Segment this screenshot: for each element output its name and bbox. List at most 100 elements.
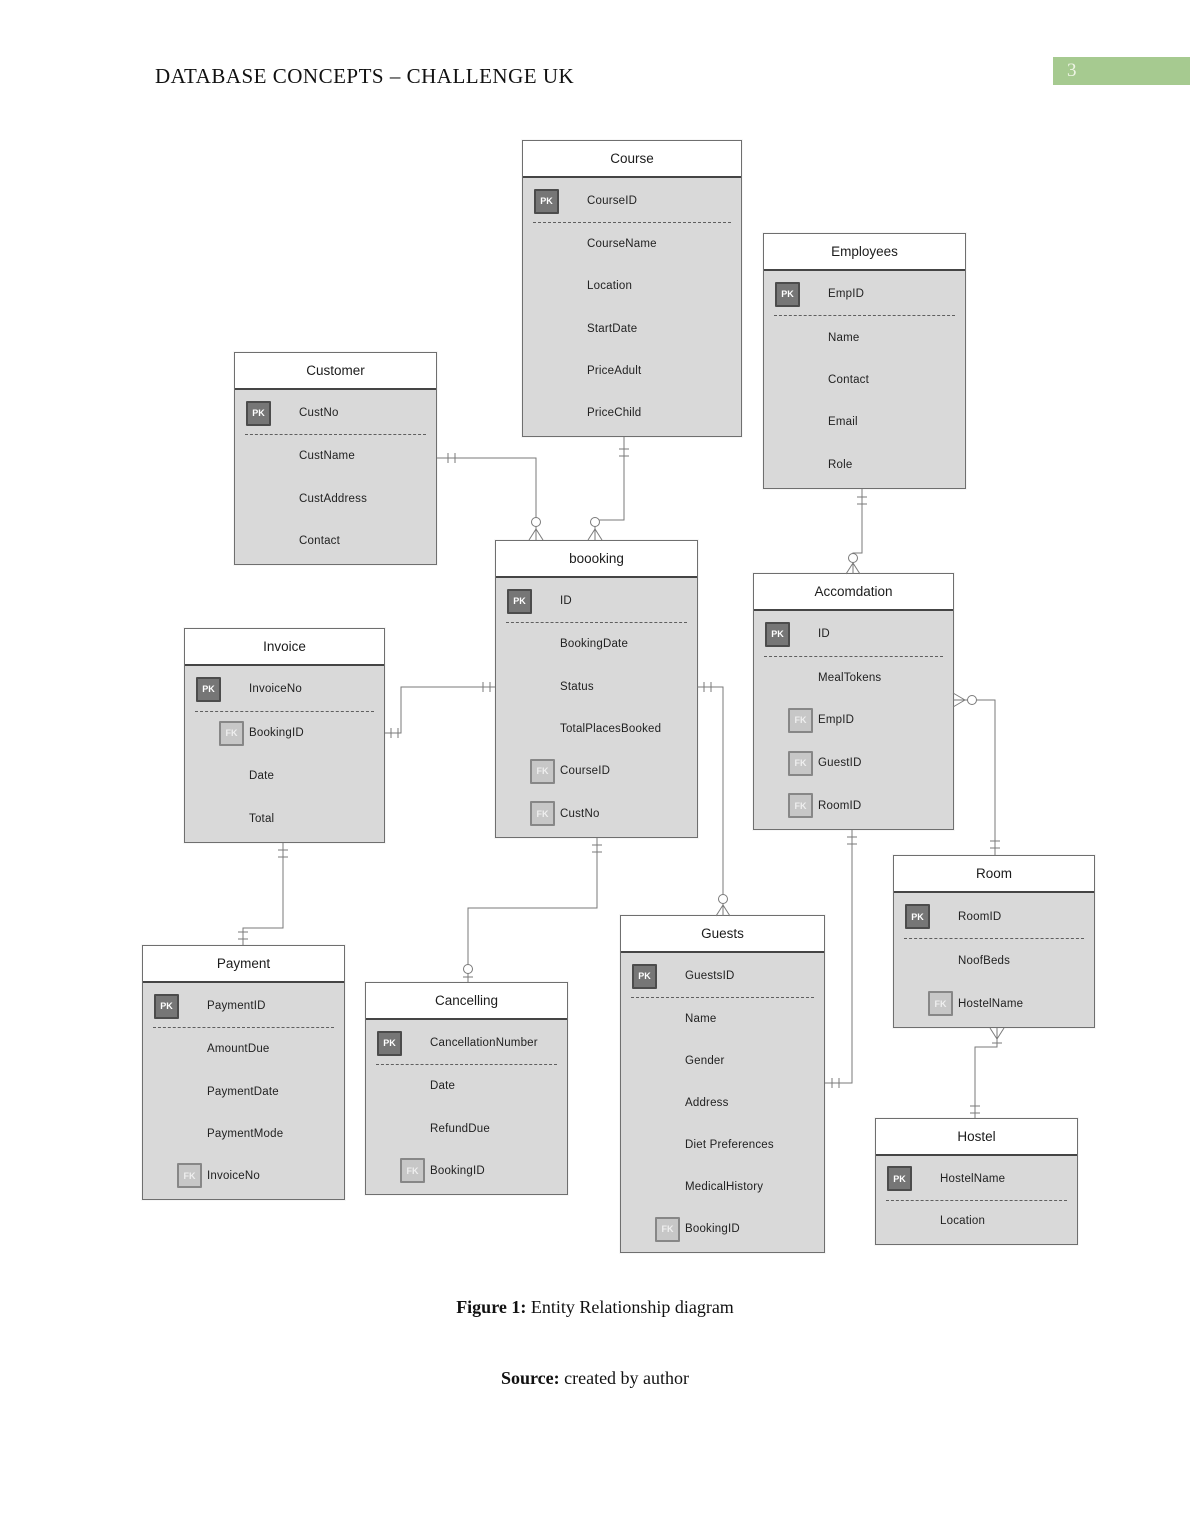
attribute-row: PK GuestsID (621, 955, 824, 997)
pk-badge: PK (246, 400, 271, 426)
attribute-row: NoofBeds (894, 939, 1094, 982)
attribute-label: GuestsID (685, 970, 735, 982)
pk-badge: PK (534, 188, 559, 214)
figure-caption-label: Figure 1: (456, 1297, 527, 1317)
pk-separator (376, 1064, 557, 1066)
attribute-row: Email (764, 401, 965, 443)
fk-badge: FK (788, 793, 813, 819)
attribute-row: Date (185, 755, 384, 798)
attribute-label: Total (249, 812, 275, 825)
cardinality-circle (718, 894, 728, 904)
pk-separator (774, 315, 955, 317)
attribute-label: NoofBeds (958, 954, 1011, 967)
attribute-label: AmountDue (207, 1043, 270, 1056)
pk-badge: PK (154, 993, 179, 1019)
attribute-row: PK RoomID (894, 895, 1094, 938)
pk-badge: PK (632, 963, 657, 989)
pk-badge: PK (775, 281, 800, 307)
pk-separator (195, 710, 374, 712)
attribute-label: Name (685, 1013, 717, 1025)
attribute-label: Email (828, 416, 858, 429)
connector-employees-accomdation (852, 489, 863, 573)
attribute-label: PaymentMode (207, 1127, 284, 1140)
attribute-label: CancellationNumber (430, 1037, 538, 1050)
attribute-row: Diet Preferences (621, 1124, 824, 1166)
attribute-label: Location (587, 280, 633, 293)
attribute-row: Location (523, 265, 741, 307)
attribute-label: Name (828, 331, 860, 344)
attribute-label: Contact (828, 374, 870, 387)
attribute-label: CustAddress (299, 492, 368, 505)
attribute-label: BookingID (685, 1223, 740, 1235)
attribute-label: StartDate (587, 322, 638, 335)
pk-separator (764, 655, 943, 657)
connector-room-hostel (974, 1028, 998, 1118)
attribute-row: Gender (621, 1040, 824, 1082)
attribute-label: InvoiceNo (249, 683, 302, 696)
pk-separator (904, 938, 1084, 939)
attribute-row: Contact (764, 359, 965, 401)
entity-title-guests: Guests (621, 916, 824, 953)
attribute-label: HostelName (958, 997, 1024, 1010)
attribute-row: TotalPlacesBooked (496, 708, 697, 750)
entity-title-customer: Customer (235, 353, 436, 390)
attribute-row: FK HostelName (894, 982, 1094, 1025)
attribute-label: CustNo (560, 807, 600, 820)
attribute-label: Diet Preferences (685, 1139, 774, 1151)
attribute-label: Status (560, 680, 594, 693)
fk-badge: FK (219, 720, 244, 746)
fk-badge: FK (928, 991, 953, 1016)
pk-badge: PK (507, 588, 532, 614)
pk-separator (153, 1027, 334, 1029)
entity-title-cancelling: Cancelling (366, 983, 567, 1020)
connector-accomdation-guests (825, 830, 853, 1084)
attribute-label: PaymentDate (207, 1085, 279, 1098)
attribute-label: MealTokens (818, 671, 882, 684)
attribute-label: EmpID (818, 714, 855, 727)
page-number-badge: 3 (1053, 57, 1190, 85)
attribute-row: Name (764, 316, 965, 358)
fk-badge: FK (177, 1163, 202, 1189)
entity-title-room: Room (894, 856, 1094, 893)
pk-separator (886, 1199, 1067, 1201)
pk-separator (533, 222, 731, 224)
attribute-row: Total (185, 797, 384, 840)
attribute-row: MealTokens (754, 657, 953, 700)
attribute-row: PriceAdult (523, 350, 741, 392)
pk-separator (631, 997, 814, 998)
fk-badge: FK (530, 758, 555, 784)
pk-badge: PK (905, 904, 930, 929)
entity-title-hostel: Hostel (876, 1119, 1077, 1156)
attribute-label: Role (828, 458, 853, 471)
connector-course-boooking (594, 437, 625, 540)
attribute-label: PaymentID (207, 1000, 266, 1013)
attribute-label: EmpID (828, 288, 865, 301)
attribute-label: Address (685, 1097, 729, 1109)
page-title: DATABASE CONCEPTS – CHALLENGE UK (155, 64, 575, 88)
cardinality-circle (531, 517, 541, 527)
source-caption-text: created by author (559, 1368, 690, 1388)
attribute-row: Role (764, 444, 965, 486)
attribute-label: RoomID (958, 910, 1002, 923)
attribute-label: PriceChild (587, 406, 642, 419)
source-caption-label: Source: (500, 1368, 560, 1388)
attribute-row: MedicalHistory (621, 1166, 824, 1208)
attribute-row: RefundDue (366, 1108, 567, 1150)
pk-badge: PK (377, 1030, 402, 1056)
